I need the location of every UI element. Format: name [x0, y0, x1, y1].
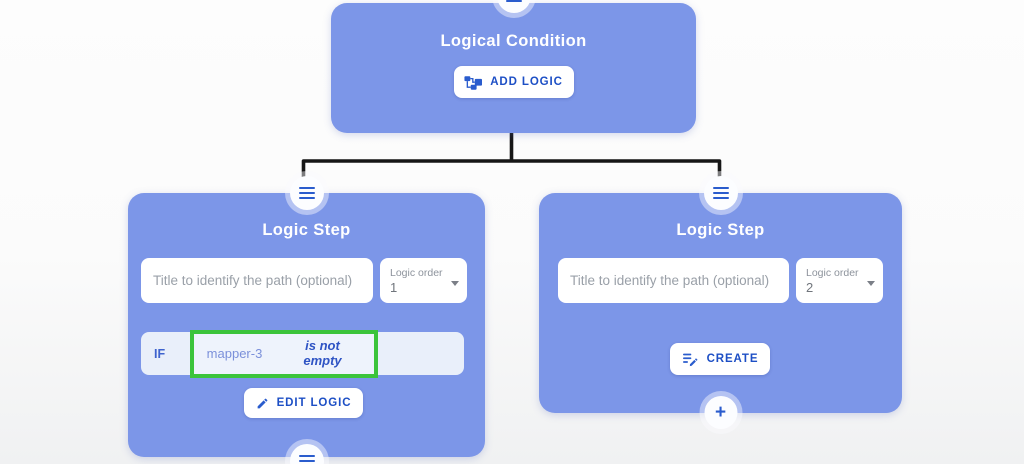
card-title: Logical Condition	[440, 32, 587, 50]
schema-icon	[464, 75, 483, 90]
edit-logic-label: EDIT LOGIC	[276, 397, 352, 409]
condition-operator: is not empty	[303, 337, 342, 368]
logic-order-label: Logic order	[390, 266, 443, 279]
condition-field: mapper-3	[206, 346, 263, 361]
drag-handle[interactable]	[289, 444, 324, 464]
edit-note-icon	[682, 353, 698, 366]
path-title-input[interactable]	[141, 258, 373, 303]
logic-step-card-1: Logic Step Logic order 1 IF mapper-3 is …	[128, 176, 485, 464]
plus-icon: +	[714, 402, 727, 423]
edit-logic-button[interactable]: EDIT LOGIC	[244, 388, 363, 418]
logic-order-select[interactable]: Logic order 1	[380, 258, 467, 303]
logic-order-text: Logic order 1	[390, 267, 451, 295]
logical-condition-card: Logical Condition ADD LOGIC	[331, 0, 696, 133]
menu-icon	[505, 0, 522, 3]
card-title: Logic Step	[676, 221, 765, 239]
logic-order-select[interactable]: Logic order 2	[796, 258, 883, 303]
caret-down-icon	[867, 281, 875, 286]
add-step-button[interactable]: +	[704, 396, 737, 429]
logic-order-value: 2	[806, 279, 814, 295]
logic-step-card-2: Logic Step Logic order 2 CREATE +	[539, 176, 902, 429]
create-label: CREATE	[706, 353, 759, 365]
menu-icon	[298, 186, 315, 200]
menu-icon	[298, 454, 315, 464]
drag-handle[interactable]	[703, 176, 738, 210]
pencil-icon	[257, 398, 267, 408]
condition-keyword: IF	[154, 346, 166, 361]
logic-order-value: 1	[390, 279, 398, 295]
add-logic-button[interactable]: ADD LOGIC	[453, 66, 574, 98]
menu-icon	[712, 186, 729, 200]
add-logic-label: ADD LOGIC	[490, 76, 563, 88]
logic-order-text: Logic order 2	[806, 267, 867, 295]
condition-highlight-box: mapper-3 is not empty	[190, 329, 378, 378]
caret-down-icon	[451, 281, 459, 286]
path-title-input[interactable]	[558, 258, 789, 303]
create-button[interactable]: CREATE	[670, 343, 770, 375]
condition-row: IF mapper-3 is not empty	[141, 329, 464, 378]
drag-handle[interactable]	[496, 0, 531, 13]
card-title: Logic Step	[262, 221, 351, 239]
logic-order-label: Logic order	[806, 266, 859, 279]
drag-handle[interactable]	[289, 176, 324, 210]
